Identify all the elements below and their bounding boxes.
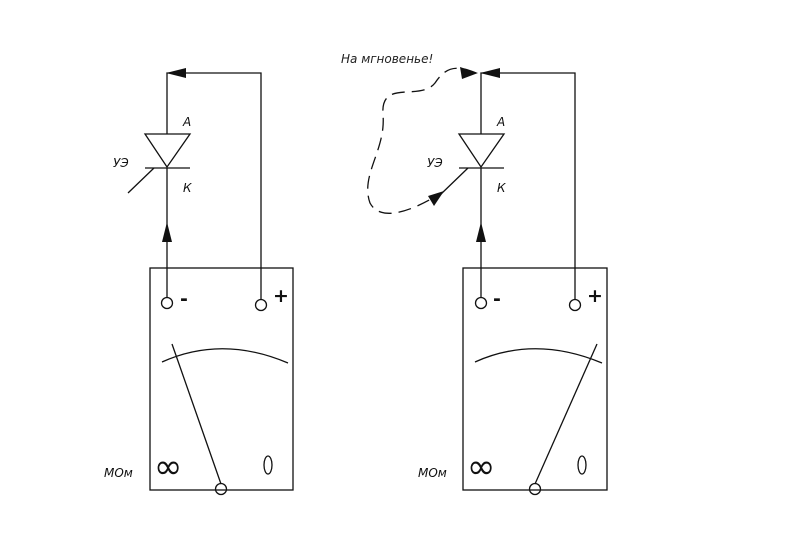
left-cathode-label: К [183, 181, 192, 195]
right-unit-label: МОм [418, 466, 447, 480]
left-minus-sign: - [180, 288, 188, 310]
right-cathode-label: К [497, 181, 506, 195]
left-arrow-up [162, 222, 172, 242]
left-plus-sign: + [273, 285, 289, 307]
right-arrow-up [476, 222, 486, 242]
right-scale-arc [474, 348, 603, 364]
left-scale-arc [161, 348, 289, 364]
left-gate-label: УЭ [113, 156, 129, 170]
left-ohmmeter-body [149, 267, 294, 491]
left-anode-label: А [182, 115, 191, 129]
right-thyristor-triangle [457, 133, 506, 169]
right-circuit: - + ∞ МОм А К УЭ На мгновенье! [341, 52, 608, 496]
left-thyristor-triangle [143, 133, 192, 169]
right-wire-plus [480, 72, 576, 299]
left-meter-pointer [171, 343, 222, 485]
right-jumper-arrow [428, 191, 444, 206]
right-plus-sign: + [587, 285, 603, 307]
right-meter-pointer [534, 343, 598, 485]
right-minus-sign: - [493, 288, 501, 310]
right-momentary-jumper [367, 67, 477, 214]
right-pointer-pivot [528, 482, 542, 496]
left-infinity-symbol: ∞ [154, 447, 182, 487]
right-plus-terminal[interactable] [568, 298, 582, 312]
left-gate-lead [127, 167, 155, 194]
left-pointer-pivot [214, 482, 228, 496]
momentary-note: На мгновенье! [341, 52, 433, 66]
left-zero-symbol [263, 455, 273, 475]
right-infinity-symbol: ∞ [467, 447, 495, 487]
right-minus-terminal[interactable] [474, 296, 488, 310]
right-gate-label: УЭ [427, 156, 443, 170]
right-ohmmeter-body [462, 267, 608, 491]
right-zero-symbol [577, 455, 587, 475]
right-gate-lead [439, 167, 469, 196]
left-plus-terminal[interactable] [254, 298, 268, 312]
right-arrow-left [480, 68, 500, 78]
left-unit-label: МОм [104, 466, 133, 480]
right-jumper-start-arrow [460, 67, 478, 79]
left-circuit: - + ∞ МОм А К УЭ [104, 68, 294, 496]
left-arrow-left [166, 68, 186, 78]
left-wire-plus [166, 72, 262, 299]
right-anode-label: А [496, 115, 505, 129]
left-minus-terminal[interactable] [160, 296, 174, 310]
